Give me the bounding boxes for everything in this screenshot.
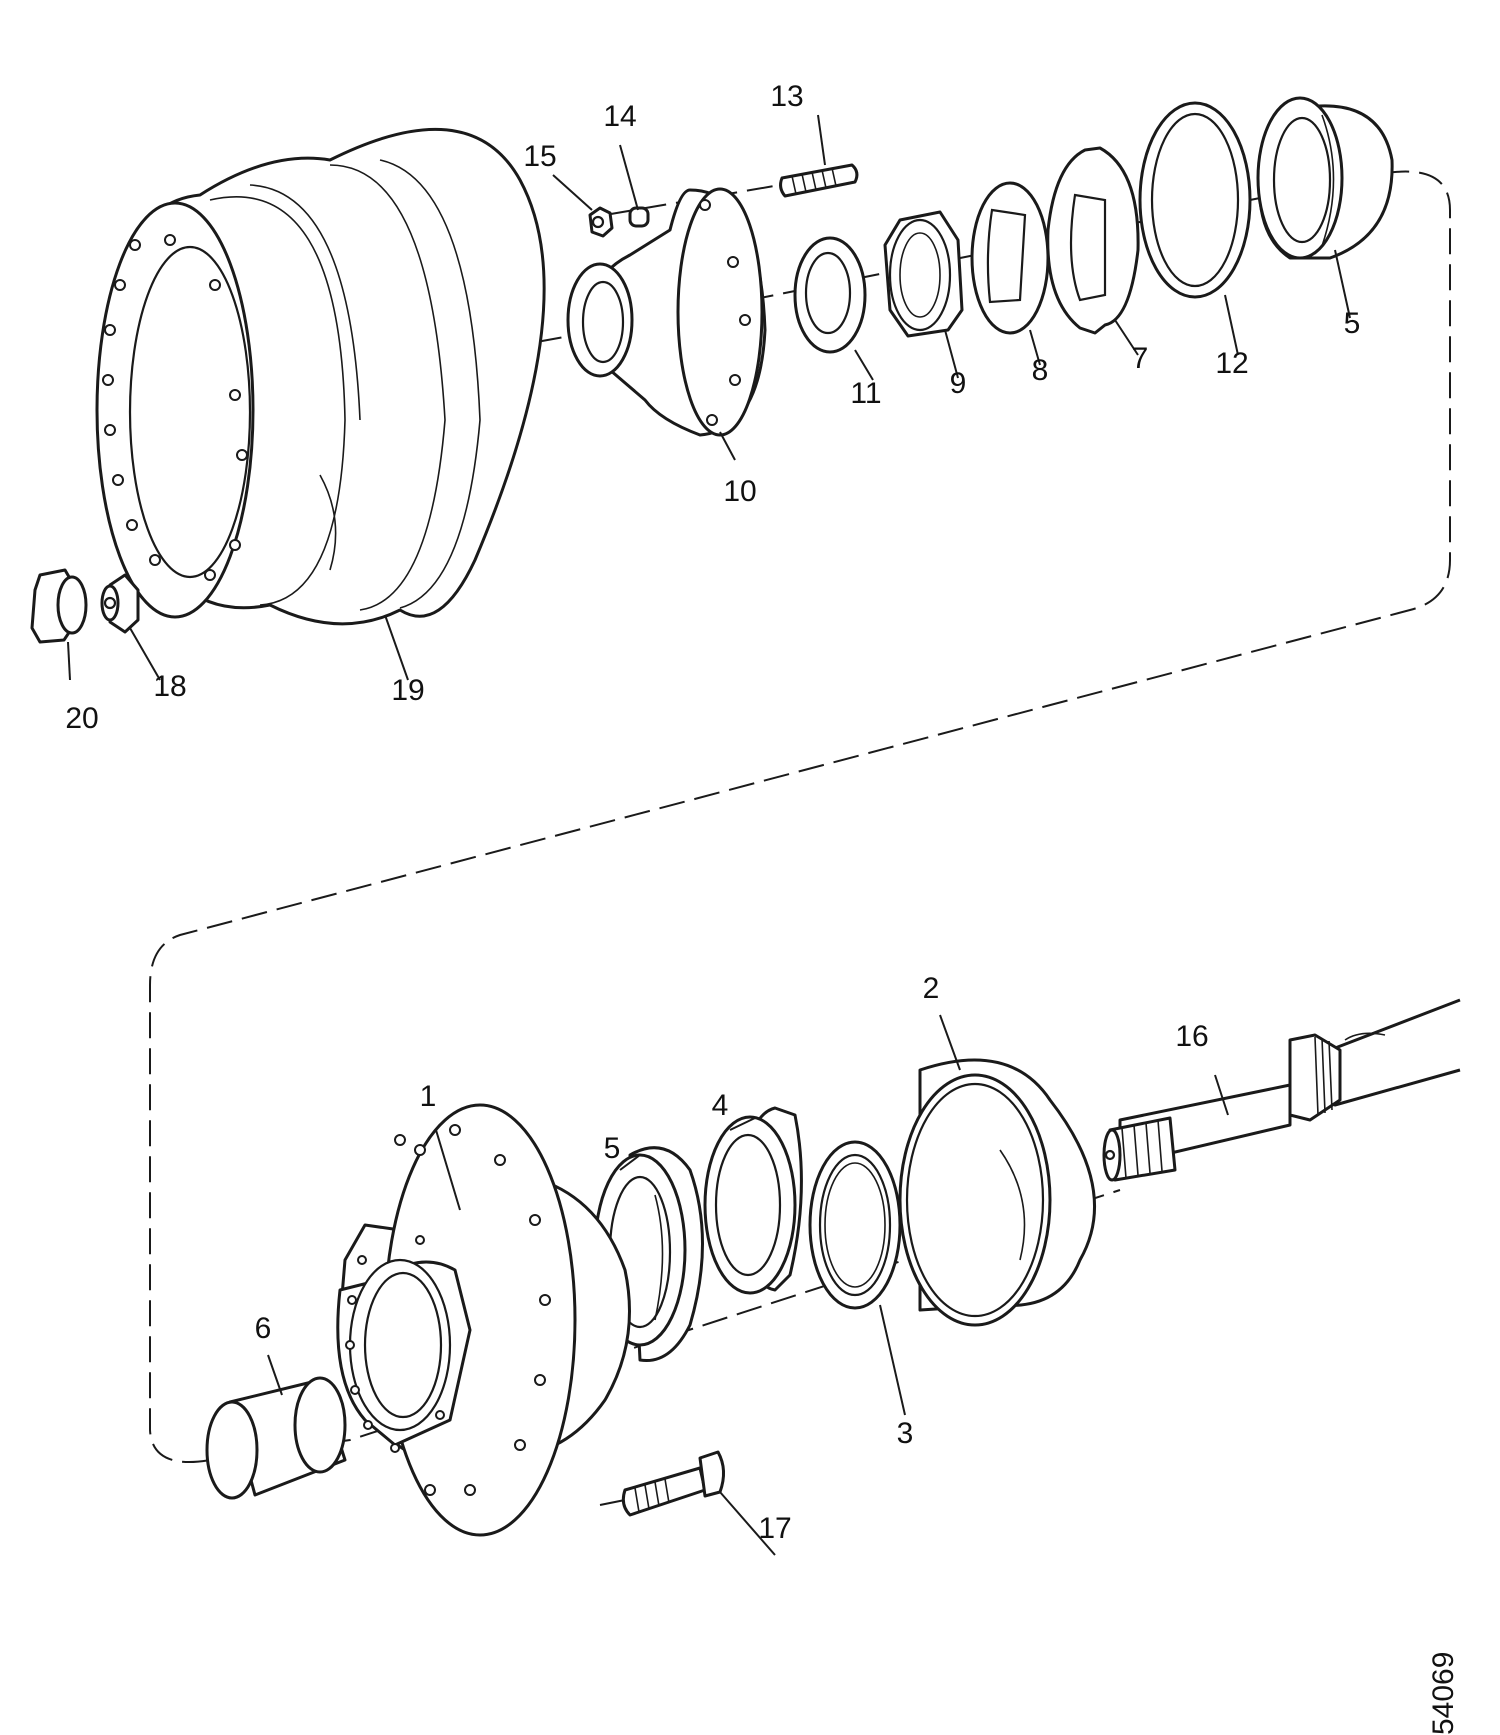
hub-bolt-holes bbox=[394, 1124, 551, 1496]
callout-15: 15 bbox=[523, 140, 556, 173]
bearing-outer-race bbox=[703, 1106, 803, 1295]
callout-7: 7 bbox=[1132, 342, 1149, 375]
tab-washer bbox=[1046, 146, 1140, 335]
hub-nut bbox=[883, 210, 964, 338]
callout-4: 4 bbox=[712, 1089, 729, 1122]
hub-cone-flange bbox=[566, 187, 767, 437]
seal-ring bbox=[1138, 101, 1252, 299]
leader-lines bbox=[67, 114, 1351, 1556]
callout-6: 6 bbox=[255, 1312, 272, 1345]
axle-shaft bbox=[1102, 998, 1461, 1182]
callout-18: 18 bbox=[153, 670, 186, 703]
oil-seal bbox=[808, 1140, 902, 1310]
callout-10: 10 bbox=[723, 475, 756, 508]
spacer-ring bbox=[793, 236, 867, 354]
wheel-hub bbox=[336, 1103, 631, 1537]
callout-1: 1 bbox=[420, 1080, 437, 1113]
threaded-stud bbox=[779, 163, 859, 198]
lock-washer bbox=[970, 181, 1050, 335]
callout-16: 16 bbox=[1175, 1020, 1208, 1053]
callout-20: 20 bbox=[65, 702, 98, 735]
hub-flange-holes bbox=[345, 1235, 445, 1453]
wheel-bolt bbox=[621, 1450, 725, 1517]
center-line-upper bbox=[149, 170, 1451, 1463]
callout-19: 19 bbox=[391, 674, 424, 707]
callout-5-upper: 5 bbox=[1344, 307, 1361, 340]
callout-5-lower: 5 bbox=[604, 1132, 621, 1165]
spacer-sleeve bbox=[205, 1376, 347, 1500]
brake-drum bbox=[95, 127, 546, 626]
callout-13: 13 bbox=[770, 80, 803, 113]
callout-17: 17 bbox=[758, 1512, 791, 1545]
small-nut bbox=[588, 206, 614, 238]
dust-cover bbox=[898, 1058, 1097, 1327]
wheel-nut-cap bbox=[30, 568, 88, 644]
wheel-nut bbox=[100, 573, 140, 634]
callout-12: 12 bbox=[1215, 347, 1248, 380]
callout-2: 2 bbox=[923, 972, 940, 1005]
callout-9: 9 bbox=[950, 367, 967, 400]
callout-8: 8 bbox=[1032, 354, 1049, 387]
callout-11: 11 bbox=[850, 377, 881, 410]
flange-holes bbox=[699, 199, 751, 426]
callout-3: 3 bbox=[897, 1417, 914, 1450]
roller-bearing-upper bbox=[1256, 96, 1394, 260]
callout-14: 14 bbox=[603, 100, 636, 133]
callout-labels: 1 2 3 4 5 5 6 7 8 9 10 11 12 13 14 15 16… bbox=[65, 80, 1360, 1545]
spring-washer bbox=[628, 206, 650, 228]
drum-bolt-holes bbox=[102, 234, 248, 581]
drawing-number: 54069 bbox=[1427, 1652, 1460, 1735]
